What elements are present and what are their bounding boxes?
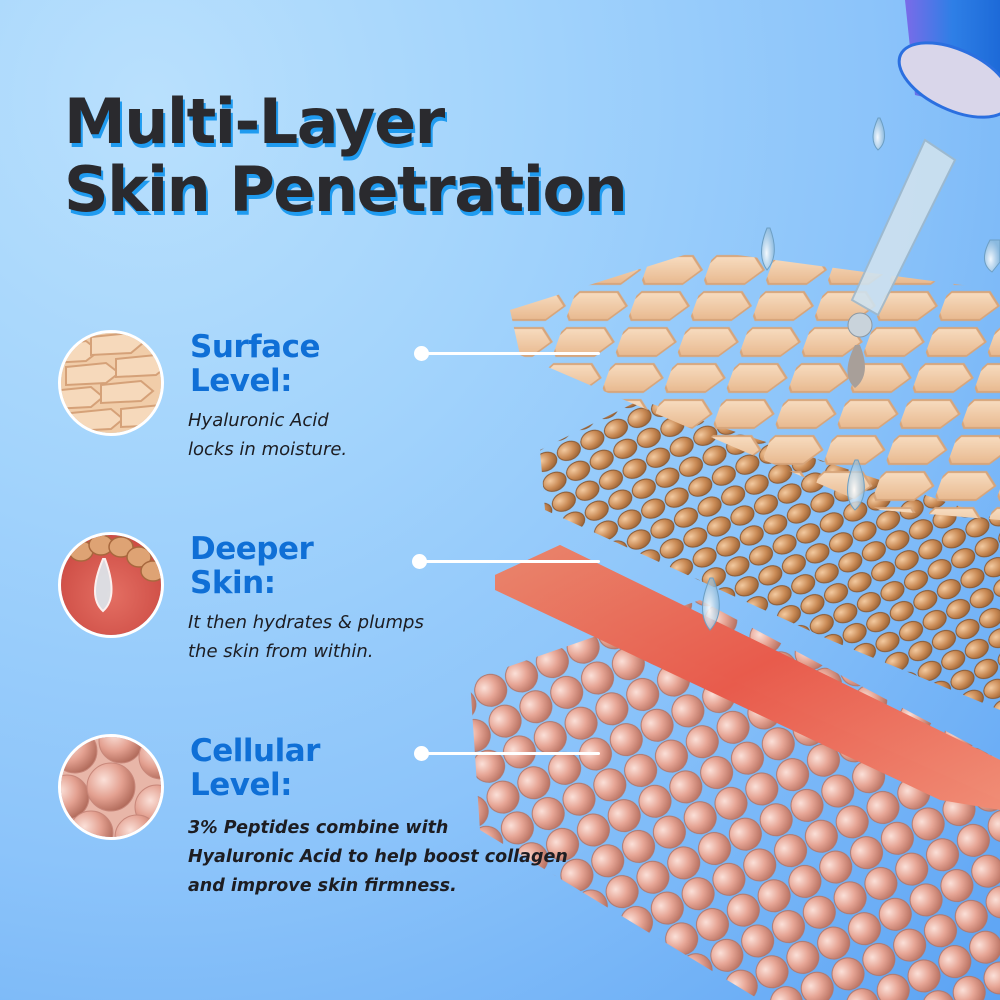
deeper-skin-heading: Deeper Skin: [190,531,314,601]
heading-line-1: Deeper [190,531,314,567]
cellular-level-description: 3% Peptides combine with Hyaluronic Acid… [188,814,568,901]
heading-line-2: Level: [190,363,293,399]
desc-line-3: and improve skin firmness. [188,876,457,896]
dropper [847,0,1000,388]
desc-line-1: 3% Peptides combine with [188,818,449,838]
cellular-connector-line [422,752,600,755]
heading-line-1: Cellular [190,733,320,769]
water-droplet-icon [58,532,164,638]
heading-line-2: Skin: [190,565,276,601]
deeper-skin-description: It then hydrates & plumps the skin from … [188,608,424,666]
surface-level-description: Hyaluronic Acid locks in moisture. [188,406,347,464]
desc-line-1: Hyaluronic Acid [188,410,329,431]
surface-connector-dot [414,346,429,361]
hexagon-skin-cells-icon [58,330,164,436]
cellular-layer [470,600,1000,1000]
heading-line-2: Level: [190,767,293,803]
title-line-2: Skin Penetration [64,153,628,226]
title-line-1: Multi-Layer [64,85,445,158]
cellular-connector-dot [414,746,429,761]
surface-connector-line [422,352,600,355]
deeper-connector-dot [412,554,427,569]
cellular-level-heading: Cellular Level: [190,734,320,802]
surface-level-heading: Surface Level: [190,329,321,399]
heading-line-1: Surface [190,329,321,365]
desc-line-2: Hyaluronic Acid to help boost collagen [188,847,568,867]
spherical-cells-icon [58,734,164,840]
desc-line-2: the skin from within. [188,641,374,662]
desc-line-2: locks in moisture. [188,439,348,460]
page-title: Multi-Layer Skin Penetration [64,85,628,226]
desc-line-1: It then hydrates & plumps [188,612,424,633]
deeper-connector-line [420,560,600,563]
